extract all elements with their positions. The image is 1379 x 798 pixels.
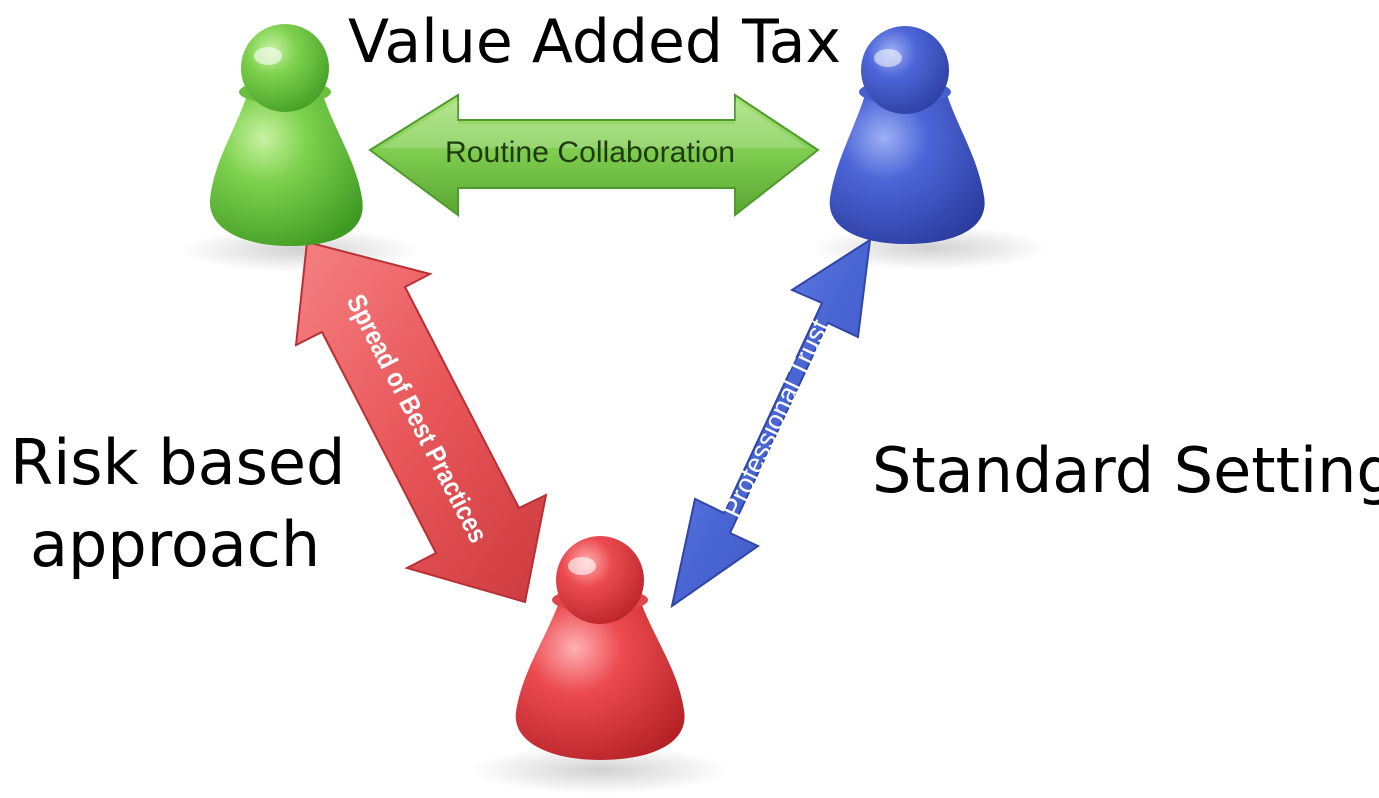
- blue-pawn-head: [861, 26, 949, 114]
- red-pawn-icon: [515, 536, 685, 760]
- risk-based-line: Risk based: [10, 426, 346, 499]
- red-pawn-body: [515, 600, 685, 760]
- routine-collaboration-arrow: Routine Collaboration: [368, 93, 820, 218]
- blue-pawn-gloss: [874, 49, 902, 67]
- standard-setting-label: Standard Setting: [872, 434, 1379, 507]
- risk-based-approach-label: Risk based approach: [10, 422, 345, 587]
- value-added-tax-label: Value Added Tax: [348, 7, 842, 77]
- red-pawn-shadow: [470, 746, 730, 794]
- blue-double-arrow-icon: [670, 238, 872, 609]
- green-double-arrow-icon: [368, 93, 820, 218]
- green-pawn-body: [209, 92, 363, 246]
- blue-pawn-icon: [829, 26, 985, 244]
- green-arrow-highlight: [380, 100, 808, 148]
- green-pawn-icon: [209, 24, 363, 246]
- red-pawn-gloss: [568, 557, 596, 575]
- red-double-arrow-icon: [294, 240, 548, 604]
- professional-trust-arrow: Professional Trust: [670, 238, 872, 609]
- approach-line: approach: [30, 508, 321, 582]
- routine-collaboration-label: Routine Collaboration: [445, 136, 735, 169]
- red-pawn-head: [556, 536, 644, 624]
- green-pawn-head: [241, 24, 329, 112]
- blue-pawn-body: [829, 92, 985, 244]
- professional-trust-label: Professional Trust: [717, 314, 836, 522]
- green-pawn-gloss: [254, 47, 282, 65]
